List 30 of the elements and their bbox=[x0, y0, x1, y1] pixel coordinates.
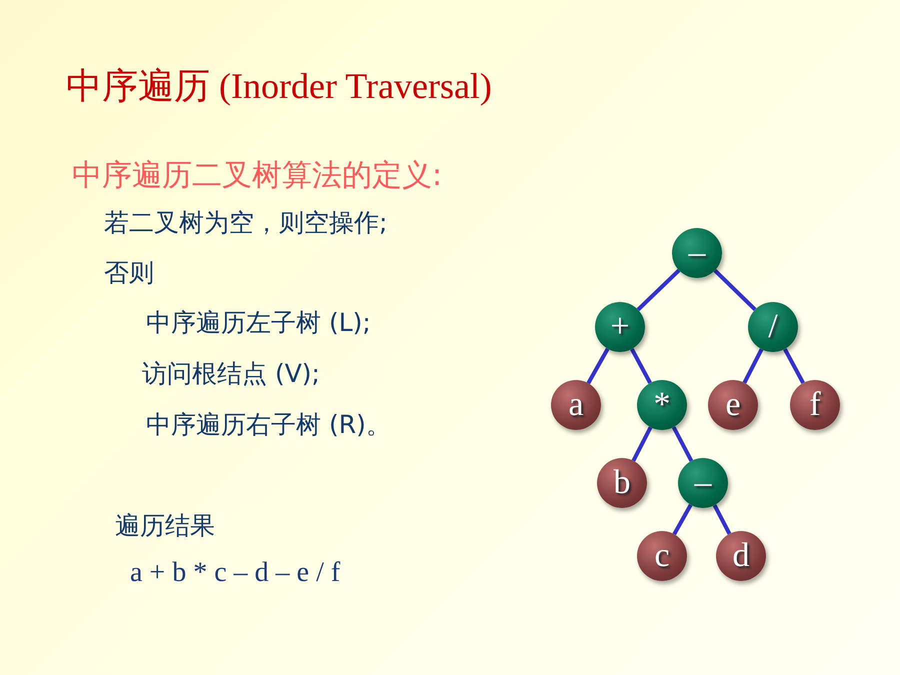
operand-node: e bbox=[708, 380, 758, 430]
tree-edge bbox=[586, 348, 610, 384]
rule-text: 中序遍历左子树 (L); bbox=[146, 307, 371, 339]
slide-title: 中序遍历 (Inorder Traversal) bbox=[66, 65, 492, 108]
operand-node: d bbox=[716, 531, 766, 581]
operator-node: * bbox=[637, 380, 687, 430]
operator-node: – bbox=[678, 458, 728, 508]
operator-node: – bbox=[672, 228, 722, 278]
tree-edge bbox=[632, 426, 652, 462]
tree-edge bbox=[630, 348, 652, 384]
tree-edge bbox=[672, 426, 694, 462]
result-heading: 遍历结果 bbox=[115, 510, 215, 542]
operand-node: b bbox=[597, 458, 647, 508]
tree-edge bbox=[712, 504, 732, 535]
operator-node: + bbox=[595, 302, 645, 352]
tree-edge bbox=[636, 268, 680, 312]
result-text: a + b * c – d – e / f bbox=[130, 557, 340, 589]
tree-edge bbox=[783, 348, 805, 384]
rule-text: 若二叉树为空，则空操作; bbox=[104, 207, 388, 239]
rule-text: 访问根结点 (V); bbox=[142, 358, 320, 390]
tree-edge bbox=[672, 504, 692, 536]
tree-edge bbox=[742, 348, 764, 384]
operator-node: / bbox=[748, 302, 798, 352]
rule-text: 否则 bbox=[104, 257, 154, 289]
tree-edge bbox=[714, 269, 756, 311]
operand-node: c bbox=[637, 531, 687, 581]
rule-text: 中序遍历右子树 (R)。 bbox=[146, 409, 391, 441]
operand-node: a bbox=[551, 380, 601, 430]
operand-node: f bbox=[790, 380, 840, 430]
section-heading: 中序遍历二叉树算法的定义: bbox=[72, 157, 442, 195]
